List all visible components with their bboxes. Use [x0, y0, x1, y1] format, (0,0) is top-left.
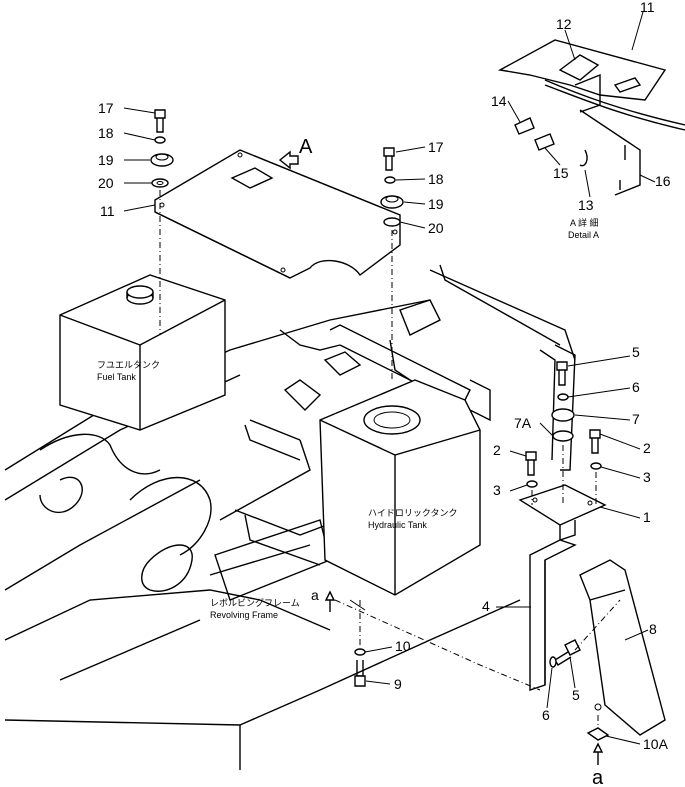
- view-arrow-a: [278, 150, 299, 170]
- fuel-tank: [59, 274, 226, 431]
- support-plate: [529, 539, 577, 691]
- callout-8: 8: [649, 621, 657, 637]
- callout-18-left: 18: [98, 125, 114, 141]
- callout-20-right: 20: [428, 220, 444, 236]
- section-arrow-upper: [324, 590, 366, 612]
- callout-6-lower: 6: [542, 707, 550, 723]
- callout-10: 10: [395, 638, 411, 654]
- view-mark-a: A: [299, 136, 313, 158]
- callout-12: 12: [556, 16, 572, 32]
- revolving-frame: [4, 264, 576, 770]
- leader-lines: [123, 107, 649, 745]
- section-mark-upper: a: [311, 587, 319, 603]
- detail-a-label-jp: A 詳 細: [570, 217, 599, 228]
- detail-a-inset: [497, 39, 685, 196]
- callout-15: 15: [553, 165, 569, 181]
- hardware: [150, 109, 610, 741]
- revolving-frame-label-jp: レボルビングフレーム: [210, 597, 300, 608]
- hydraulic-tank: [319, 379, 481, 596]
- callout-6-upper: 6: [632, 379, 640, 395]
- callout-3-left: 3: [493, 482, 501, 498]
- callout-17-left: 17: [98, 100, 114, 116]
- callout-2-right: 2: [643, 440, 651, 456]
- fuel-tank-cover: [154, 149, 401, 279]
- callout-10a: 10A: [643, 736, 669, 752]
- callout-3-right: 3: [643, 469, 651, 485]
- callout-7: 7: [632, 411, 640, 427]
- detail-a-label-en: Detail A: [568, 230, 599, 240]
- callout-19-right: 19: [428, 196, 444, 212]
- fuel-tank-label-en: Fuel Tank: [97, 372, 136, 382]
- detail-leader-lines: [507, 11, 656, 198]
- callout-9: 9: [394, 676, 402, 692]
- side-cover: [579, 559, 666, 736]
- callout-17-right: 17: [428, 139, 444, 155]
- callout-11-left: 11: [100, 203, 115, 219]
- callout-18-right: 18: [428, 171, 444, 187]
- hydraulic-tank-label-en: Hydraulic Tank: [368, 520, 427, 530]
- hydraulic-tank-label-jp: ハイドロリックタンク: [368, 508, 457, 518]
- fuel-tank-label-jp: フユエルタンク: [97, 360, 160, 370]
- callout-5-upper: 5: [632, 344, 640, 360]
- section-mark-lower: a: [592, 767, 604, 787]
- bracket: [518, 484, 607, 541]
- callout-7a: 7A: [514, 415, 532, 431]
- assembly-lines: [159, 190, 621, 728]
- callout-4: 4: [482, 598, 490, 614]
- section-arrow-lower: [592, 742, 604, 765]
- callout-5-lower: 5: [572, 687, 580, 703]
- callout-1: 1: [643, 509, 651, 525]
- callout-13: 13: [578, 197, 594, 213]
- callout-20-left: 20: [98, 175, 114, 191]
- callout-16: 16: [655, 173, 671, 189]
- callout-14: 14: [491, 93, 507, 109]
- callout-19-left: 19: [98, 152, 114, 168]
- callout-11-detail: 11: [640, 0, 655, 15]
- callout-2-left: 2: [493, 442, 501, 458]
- revolving-frame-label-en: Revolving Frame: [210, 610, 278, 620]
